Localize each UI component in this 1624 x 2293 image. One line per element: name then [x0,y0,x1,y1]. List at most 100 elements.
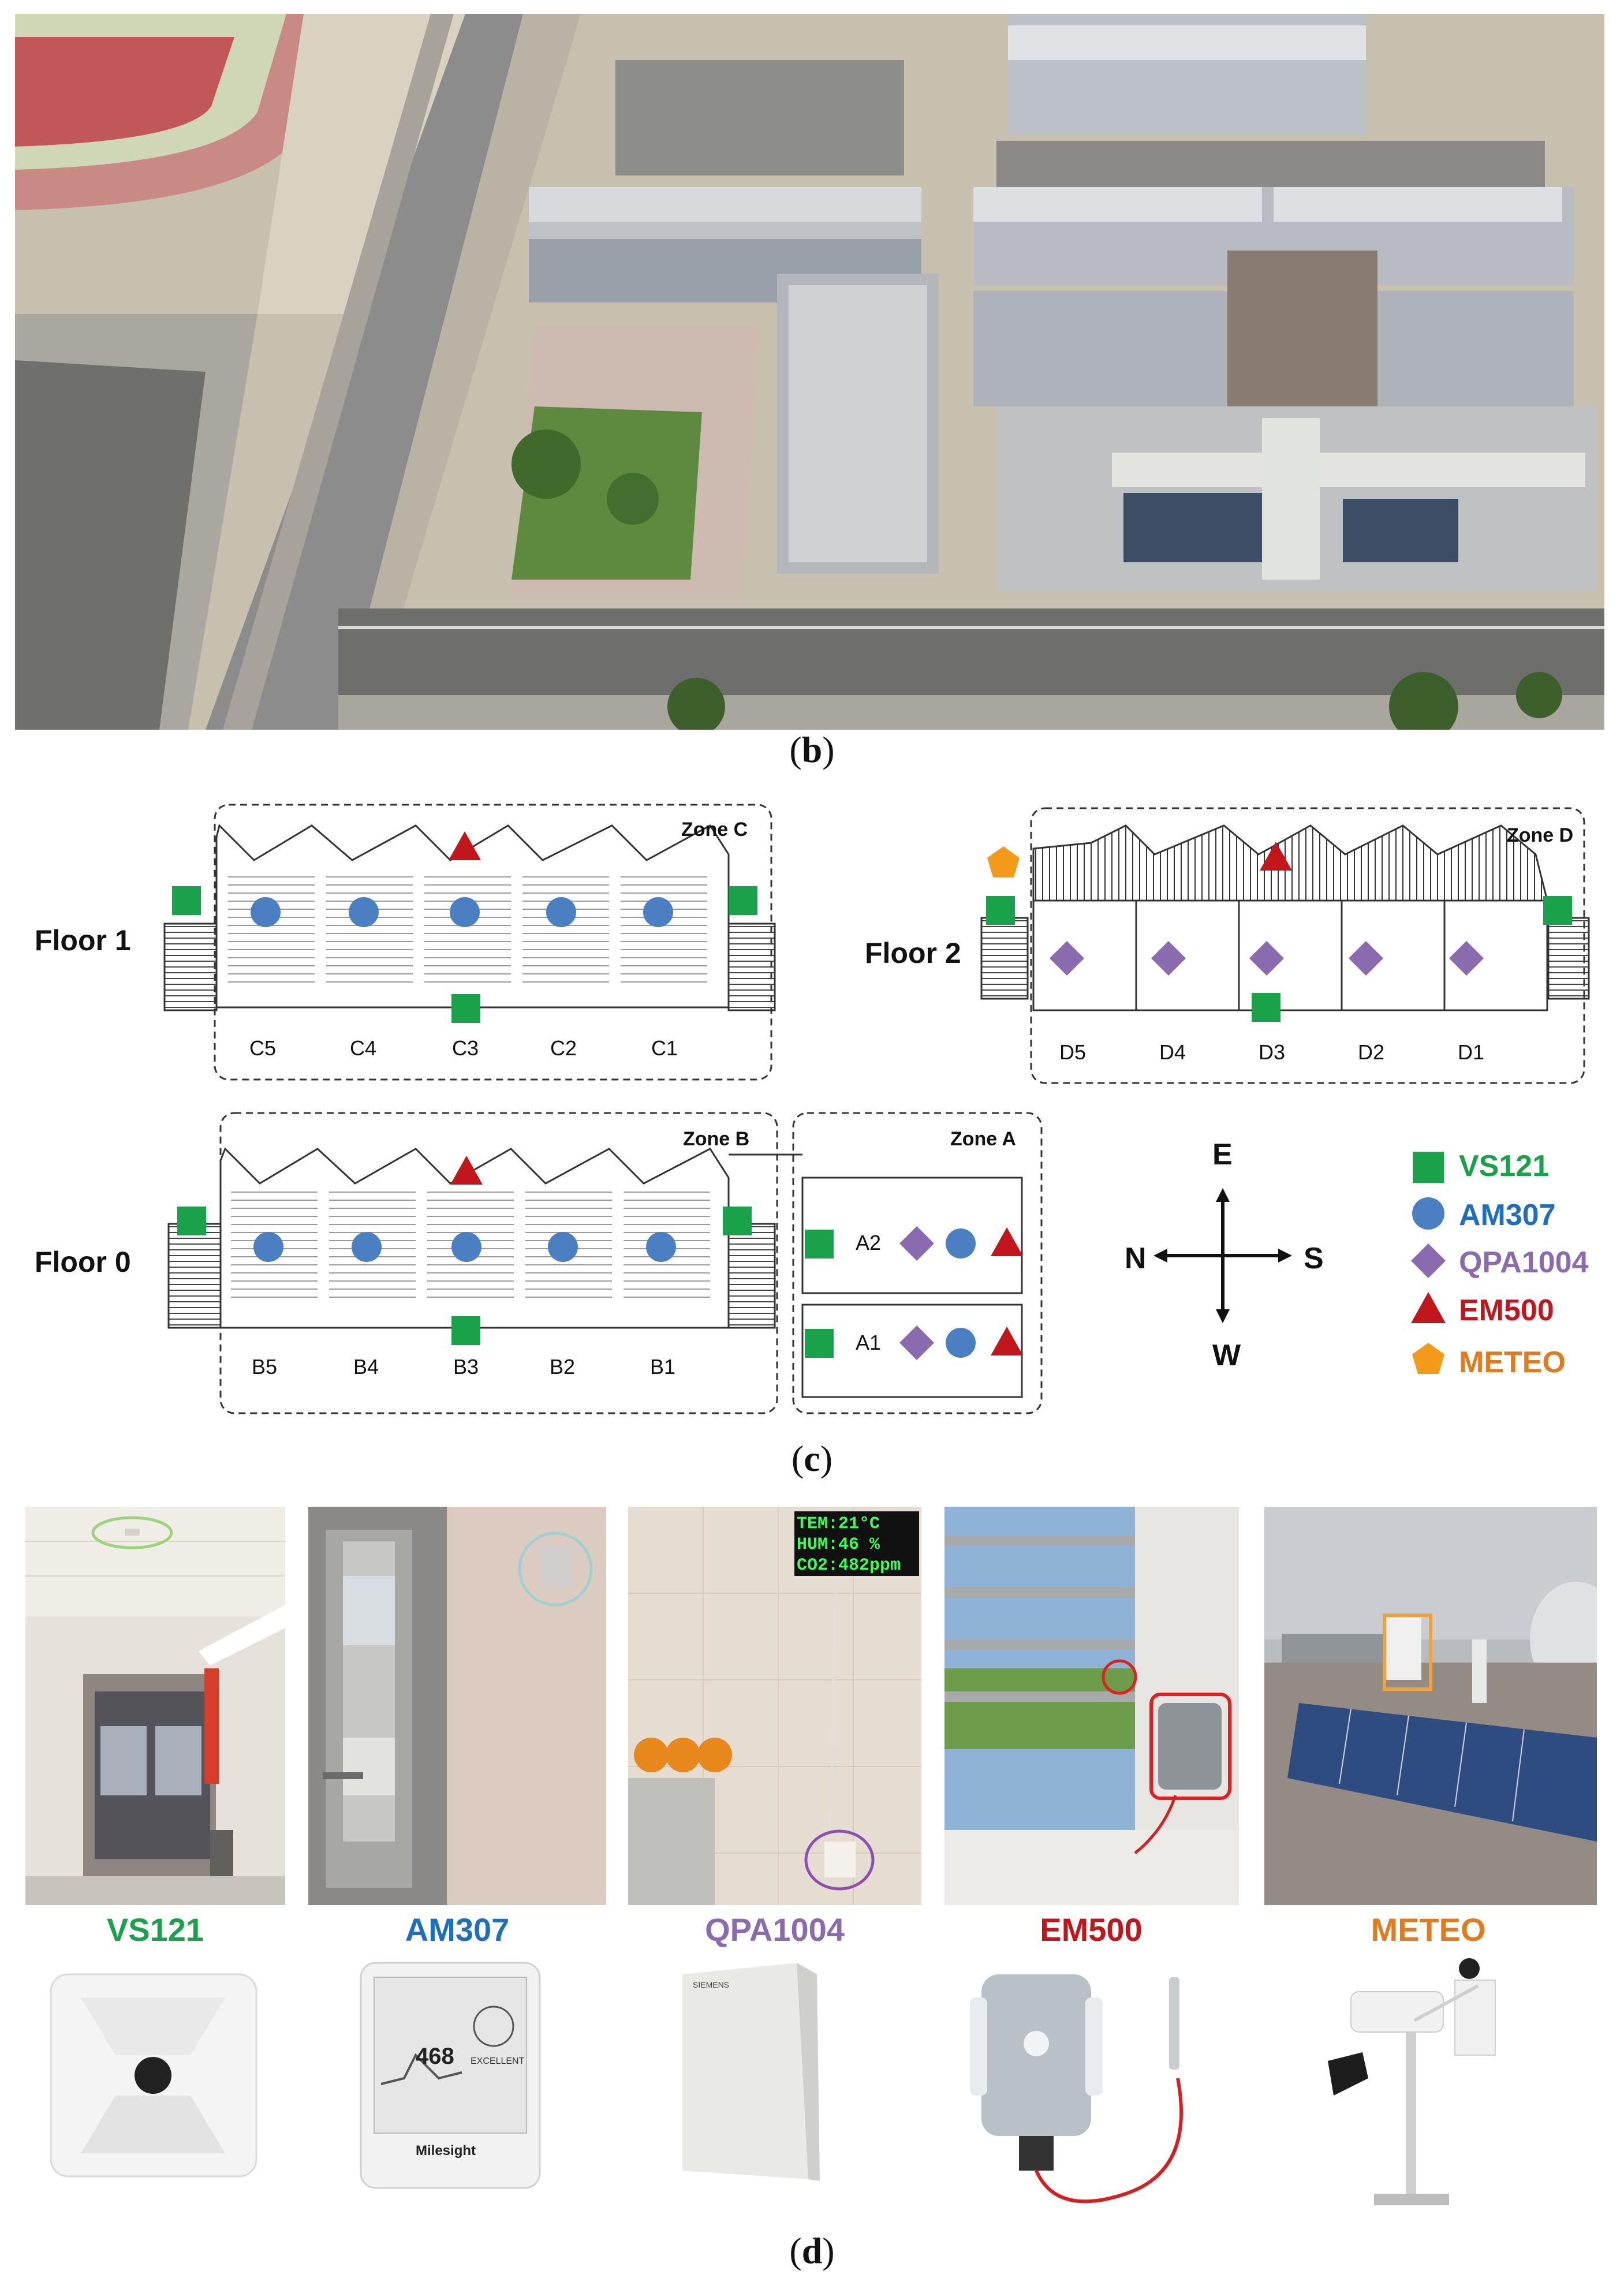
vs121-marker [451,994,480,1023]
legend-meteo-label: METEO [1459,1346,1566,1379]
room-label: D1 [1458,1040,1485,1064]
qpa1004-marker [899,1226,934,1261]
am307-screen-value: 468 [416,2044,454,2069]
compass-west: W [1212,1339,1241,1372]
room-label: B5 [252,1355,278,1379]
em500-marker [450,1156,483,1185]
room-label: B1 [650,1355,676,1379]
device-name-meteo: METEO [1371,1911,1486,1948]
caption-c: (c) [791,1438,833,1479]
qpa1004-marker [1349,941,1383,976]
legend-markers [1411,1152,1446,1374]
em500-installation-photo [944,1507,1239,1905]
qpa1004-marker [1249,941,1284,976]
room-label: D4 [1159,1040,1186,1064]
room-label: A2 [856,1231,882,1254]
floor2-label: Floor 2 [865,937,961,969]
am307-screen-status: EXCELLENT [471,2056,525,2066]
am307-marker [349,897,379,927]
qpa1004-brand: SIEMENS [693,1980,730,1989]
am307-installation-photo [308,1507,606,1905]
legend-qpa1004-label: QPA1004 [1459,1246,1589,1279]
room-label: C1 [651,1036,678,1060]
room-label: A1 [856,1331,882,1354]
am307-marker [946,1228,976,1258]
em500-device-image [970,1974,1183,2204]
floor1-plan [163,804,776,1081]
am307-marker [546,897,576,927]
am307-marker [646,1232,676,1262]
em500-marker [1260,842,1292,871]
am307-marker [643,897,673,927]
meteo-marker [987,846,1020,877]
zone-c-label: Zone C [681,819,748,841]
floor2-plan [980,807,1590,1084]
floor0-label: Floor 0 [35,1246,131,1278]
qpa1004-installation-photo: TEM:21°C HUM:46 % CO2:482ppm [628,1507,921,1905]
am307-device-image [360,1962,541,2189]
room-label: D2 [1358,1040,1385,1064]
legend-em500-marker [1411,1292,1446,1323]
em500-marker [991,1227,1023,1256]
am307-marker [451,1232,481,1262]
legend-qpa1004-marker [1411,1243,1446,1278]
vs121-marker [729,886,757,915]
meteo-device-image [1328,1958,1496,2205]
vs121-marker [1252,993,1280,1022]
am307-brand: Milesight [416,2143,476,2158]
room-label: C5 [249,1036,277,1060]
legend-vs121-label: VS121 [1459,1149,1550,1183]
aerial-campus-photo [15,14,1604,730]
room-label: D5 [1059,1040,1087,1064]
qpa1004-marker [1151,941,1186,976]
qpa1004-marker [899,1325,934,1360]
compass-rose [1153,1188,1292,1323]
am307-marker [352,1232,382,1262]
device-product-images [50,1958,1496,2205]
compass-east: E [1212,1138,1233,1171]
zone-a-label: Zone A [950,1128,1016,1150]
em500-marker [991,1327,1023,1355]
vs121-marker [172,886,201,915]
room-label: C2 [550,1036,577,1060]
caption-d: (d) [789,2230,835,2271]
device-name-em500: EM500 [1040,1911,1143,1948]
qpa1004-device-image [682,1963,820,2181]
qpa1004-marker [1449,941,1484,976]
legend-meteo-marker [1412,1343,1444,1374]
compass-north: N [1125,1242,1147,1275]
meteo-installation-photo [1264,1507,1597,1905]
device-name-qpa1004: QPA1004 [705,1911,845,1948]
device-name-vs121: VS121 [106,1911,204,1948]
legend-em500-label: EM500 [1459,1294,1554,1327]
display-sign-humidity: HUM:46 % [797,1535,880,1555]
vs121-installation-photo [25,1507,285,1905]
em500-marker [449,831,481,860]
am307-marker [253,1232,283,1262]
vs121-marker [1543,896,1572,925]
floor0-plan [167,1112,1043,1414]
vs121-marker [177,1207,206,1235]
display-sign-temperature: TEM:21°C [797,1514,880,1534]
vs121-marker [723,1207,752,1235]
legend-vs121-marker [1413,1152,1444,1183]
vs121-marker [986,896,1015,925]
vs121-marker [805,1329,834,1358]
qpa1004-marker [1050,941,1084,976]
display-sign-co2: CO2:482ppm [797,1556,901,1575]
room-label: B2 [550,1355,576,1379]
am307-marker [450,897,480,927]
compass-south: S [1304,1242,1324,1275]
floor0-sensors [177,1156,1023,1360]
floor1-sensors [172,831,757,1023]
am307-marker [946,1328,976,1358]
zone-b-label: Zone B [683,1128,750,1150]
am307-marker [548,1232,578,1262]
room-label: D3 [1259,1040,1286,1064]
device-name-am307: AM307 [405,1911,510,1948]
vs121-device-image [50,1973,257,2178]
room-label: B4 [353,1355,379,1379]
floor1-label: Floor 1 [35,924,131,957]
floor-plans-diagram [163,804,1590,1414]
floor2-sensors [986,842,1572,1022]
